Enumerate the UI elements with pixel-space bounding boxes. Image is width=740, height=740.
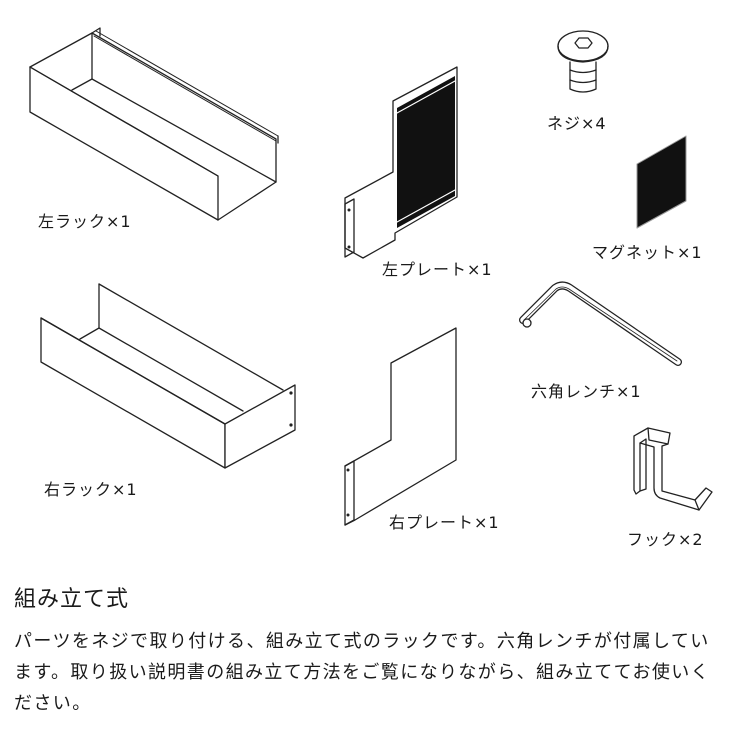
part-label-hex-wrench: 六角レンチ×1 bbox=[531, 382, 642, 401]
assembly-section: 組み立て式 パーツをネジで取り付ける、組み立て式のラックです。六角レンチが付属し… bbox=[14, 584, 726, 719]
part-label-right-plate: 右プレート×1 bbox=[389, 513, 500, 532]
part-label-right-rack: 右ラック×1 bbox=[44, 480, 138, 499]
parts-diagram: 左ラック×1 左プレート×1 ネジ×4 マグネット×1 右ラック×1 右プレート… bbox=[29, 27, 713, 549]
left-rack-illustration bbox=[29, 27, 279, 221]
hook-illustration bbox=[633, 427, 713, 511]
screw-illustration bbox=[557, 30, 609, 93]
part-label-screw: ネジ×4 bbox=[547, 114, 607, 133]
right-plate-illustration bbox=[344, 327, 457, 526]
section-description: パーツをネジで取り付ける、組み立て式のラックです。六角レンチが付属しています。取… bbox=[14, 631, 711, 714]
left-plate-illustration bbox=[344, 66, 458, 259]
magnet-illustration bbox=[636, 135, 687, 229]
section-title: 組み立て式 bbox=[14, 587, 130, 612]
part-label-left-rack: 左ラック×1 bbox=[38, 212, 132, 231]
part-label-left-plate: 左プレート×1 bbox=[382, 260, 493, 279]
part-label-hook: フック×2 bbox=[627, 530, 704, 549]
part-label-magnet: マグネット×1 bbox=[592, 243, 703, 262]
hex-wrench-illustration bbox=[519, 281, 682, 366]
right-rack-illustration bbox=[40, 283, 296, 469]
